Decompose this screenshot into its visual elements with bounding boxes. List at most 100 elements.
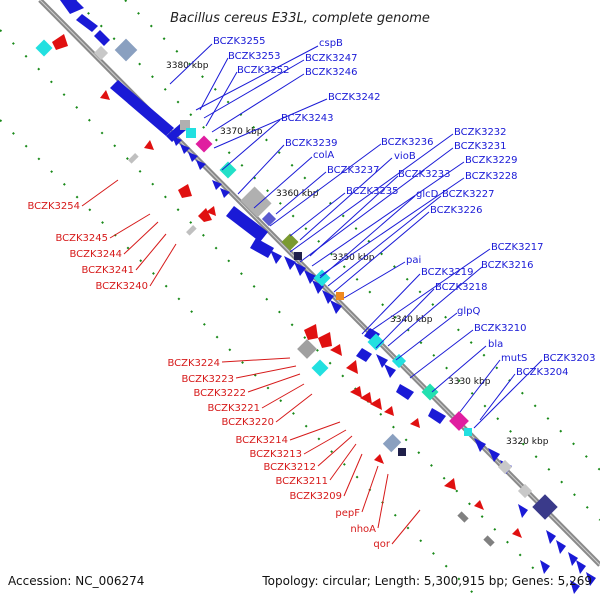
feature-block-olive[interactable] <box>281 233 299 251</box>
gene-label[interactable]: BCZK3236 <box>381 137 434 148</box>
gene-label[interactable]: BCZK3226 <box>430 205 483 216</box>
gene-label[interactable]: mutS <box>501 353 527 364</box>
feature-block-grey[interactable] <box>382 433 402 453</box>
gene-arrow[interactable] <box>488 448 500 462</box>
gene-arrow[interactable] <box>322 290 334 304</box>
gene-arrow[interactable] <box>370 398 382 410</box>
gene-label[interactable]: BCZK3246 <box>305 67 358 78</box>
gene-label[interactable]: BCZK3216 <box>481 260 534 271</box>
gene-arrow[interactable] <box>576 560 586 574</box>
gene-arrow[interactable] <box>428 408 446 424</box>
gene-label[interactable]: glpQ <box>457 306 480 317</box>
gene-arrow[interactable] <box>518 504 528 518</box>
gene-label[interactable]: cspB <box>319 38 343 49</box>
gene-arrow[interactable] <box>196 160 206 170</box>
feature-block-navy[interactable] <box>294 252 302 260</box>
feature-block-grey[interactable] <box>128 153 139 164</box>
feature-block-grey[interactable] <box>517 483 533 499</box>
gene-label[interactable]: colA <box>313 150 334 161</box>
gene-arrow[interactable] <box>178 184 192 198</box>
gene-label[interactable]: BCZK3203 <box>543 353 596 364</box>
gene-label[interactable]: BCZK3227 <box>442 189 495 200</box>
feature-block-grey[interactable] <box>497 459 513 475</box>
gene-arrow[interactable] <box>180 144 190 154</box>
feature-block-grey[interactable] <box>297 339 317 359</box>
gene-label[interactable]: BCZK3211 <box>275 476 328 487</box>
feature-block-purple[interactable] <box>532 494 558 520</box>
feature-block-grey[interactable] <box>114 38 138 62</box>
gene-label[interactable]: BCZK3242 <box>328 92 381 103</box>
gene-arrow[interactable] <box>570 580 580 594</box>
feature-block-cyan[interactable] <box>313 269 331 287</box>
gene-arrow[interactable] <box>110 80 174 136</box>
gene-label[interactable]: BCZK3231 <box>454 141 507 152</box>
gene-label[interactable]: BCZK3240 <box>95 281 148 292</box>
gene-arrow[interactable] <box>568 552 578 566</box>
gene-arrow[interactable] <box>350 386 362 398</box>
gene-label[interactable]: BCZK3220 <box>221 417 274 428</box>
gene-label[interactable]: BCZK3239 <box>285 138 338 149</box>
feature-block-cyan[interactable] <box>367 333 385 351</box>
gene-arrow[interactable] <box>304 270 316 284</box>
gene-label[interactable]: BCZK3235 <box>346 186 399 197</box>
gene-arrow[interactable] <box>100 90 110 100</box>
gene-label[interactable]: BCZK3244 <box>69 249 122 260</box>
gene-label[interactable]: BCZK3247 <box>305 53 358 64</box>
gene-label[interactable]: bla <box>488 339 503 350</box>
gene-label[interactable]: nhoA <box>350 524 376 535</box>
gene-arrow[interactable] <box>198 208 212 222</box>
gene-arrow[interactable] <box>374 454 384 464</box>
gene-arrow[interactable] <box>284 256 296 270</box>
feature-block-purple[interactable] <box>261 211 277 227</box>
feature-block-grey[interactable] <box>240 186 272 218</box>
gene-arrow[interactable] <box>94 30 110 46</box>
gene-arrow[interactable] <box>250 238 274 258</box>
gene-arrow[interactable] <box>410 418 420 428</box>
gene-label[interactable]: BCZK3232 <box>454 127 507 138</box>
gene-label[interactable]: BCZK3213 <box>249 449 302 460</box>
gene-arrow[interactable] <box>444 478 456 490</box>
feature-block-cyan[interactable] <box>186 128 196 138</box>
feature-block-pink[interactable] <box>449 411 469 431</box>
gene-arrow[interactable] <box>270 250 282 264</box>
gene-arrow[interactable] <box>384 364 396 378</box>
gene-arrow[interactable] <box>60 0 84 14</box>
gene-label[interactable]: BCZK3245 <box>55 233 108 244</box>
gene-label[interactable]: BCZK3224 <box>167 358 220 369</box>
gene-label[interactable]: BCZK3223 <box>181 374 234 385</box>
gene-label[interactable]: BCZK3209 <box>289 491 342 502</box>
feature-block-grey[interactable] <box>186 225 197 236</box>
gene-label[interactable]: BCZK3217 <box>491 242 544 253</box>
gene-arrow[interactable] <box>346 360 358 374</box>
gene-arrow[interactable] <box>330 344 342 356</box>
gene-arrow[interactable] <box>376 354 388 368</box>
gene-label[interactable]: BCZK3254 <box>27 201 80 212</box>
feature-block-grey[interactable] <box>483 535 495 547</box>
gene-arrow[interactable] <box>76 14 98 32</box>
gene-label[interactable]: BCZK3222 <box>193 388 246 399</box>
gene-arrow[interactable] <box>172 136 182 146</box>
gene-arrow[interactable] <box>556 540 566 554</box>
gene-arrow[interactable] <box>474 438 486 452</box>
feature-block-cyan[interactable] <box>464 428 472 436</box>
gene-label[interactable]: BCZK3253 <box>228 51 281 62</box>
gene-label[interactable]: BCZK3219 <box>421 267 474 278</box>
feature-block-cyan[interactable] <box>219 161 237 179</box>
gene-label[interactable]: BCZK3214 <box>235 435 288 446</box>
gene-arrow[interactable] <box>586 572 596 586</box>
gene-arrow[interactable] <box>356 348 372 362</box>
gene-label[interactable]: BCZK3255 <box>213 36 266 47</box>
gene-arrow[interactable] <box>384 406 394 416</box>
gene-label[interactable]: pepF <box>335 508 360 519</box>
gene-label[interactable]: vioB <box>394 151 416 162</box>
gene-arrow[interactable] <box>304 324 318 340</box>
gene-arrow[interactable] <box>540 560 550 574</box>
feature-block-navy[interactable] <box>398 448 406 456</box>
gene-label[interactable]: BCZK3221 <box>207 403 260 414</box>
feature-block-cyan[interactable] <box>35 39 53 57</box>
gene-label[interactable]: BCZK3252 <box>237 65 290 76</box>
gene-arrow[interactable] <box>294 262 306 276</box>
gene-label[interactable]: BCZK3228 <box>465 171 518 182</box>
gene-arrow[interactable] <box>312 280 324 294</box>
gene-arrow[interactable] <box>188 152 198 162</box>
